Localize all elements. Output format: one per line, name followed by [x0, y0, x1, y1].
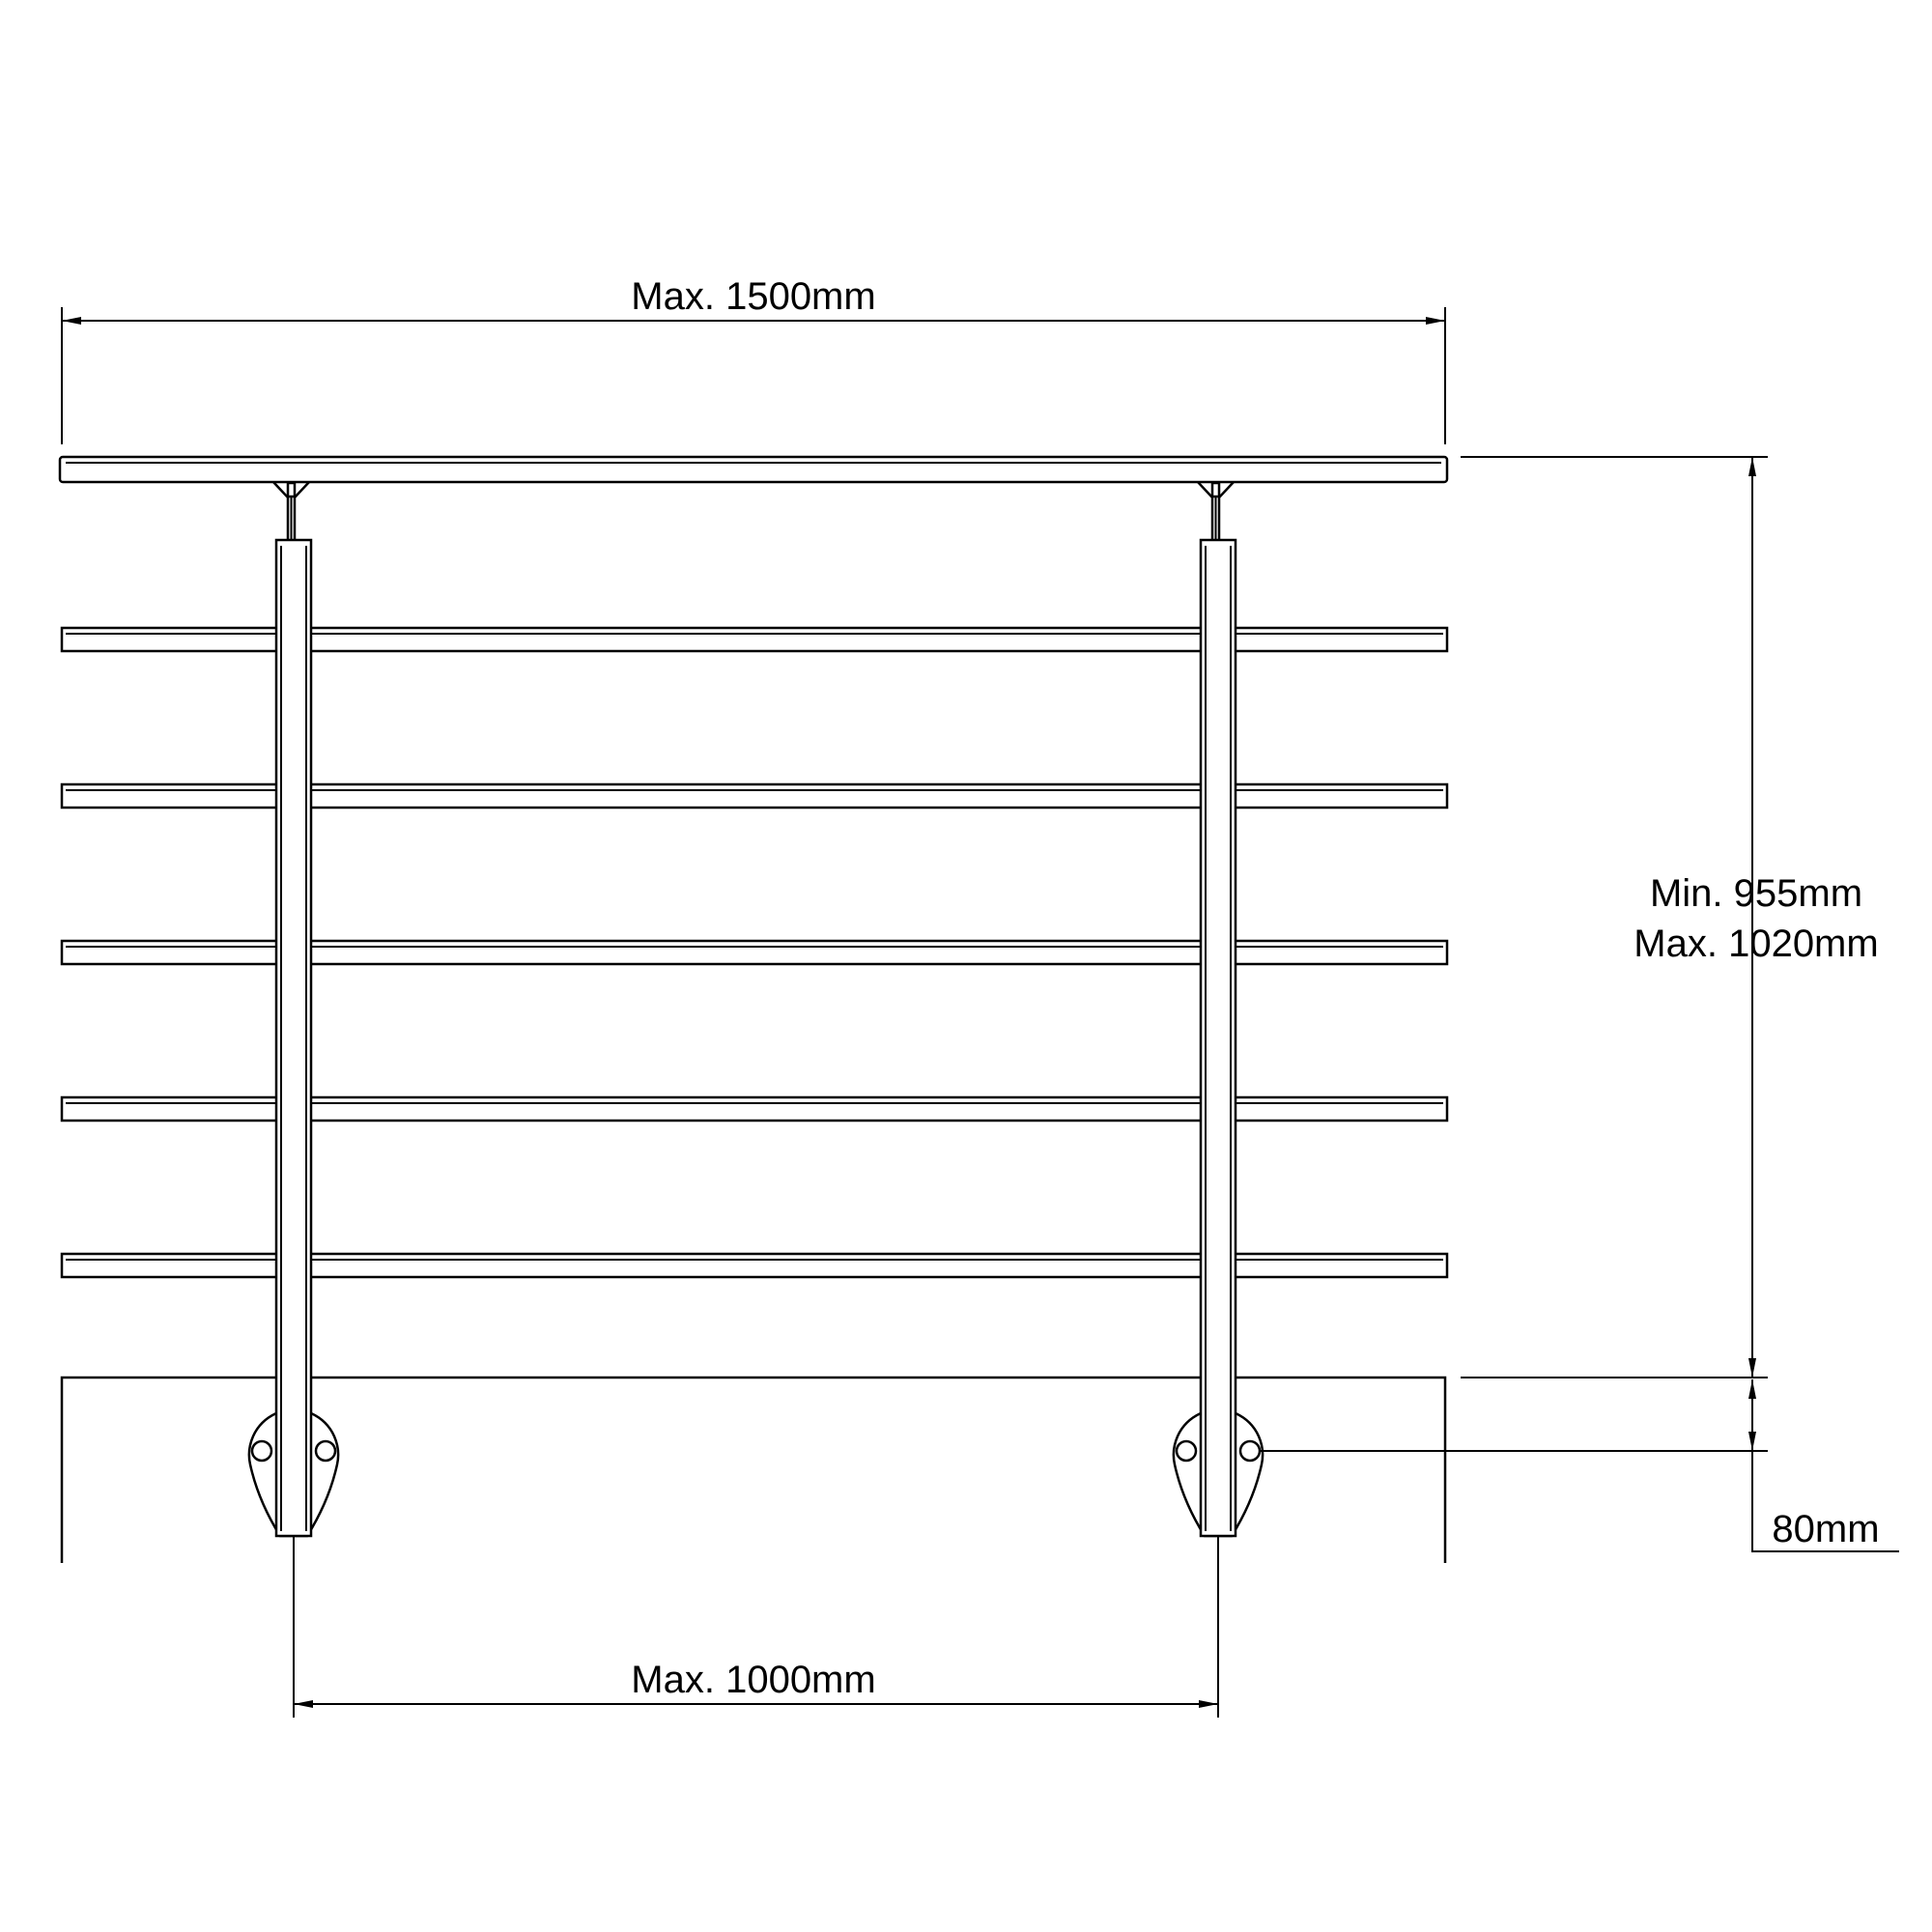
post-left [247, 481, 340, 1538]
infill-rails [60, 626, 1449, 1279]
fixing-hole [1175, 1439, 1198, 1463]
fixing-hole [250, 1439, 273, 1463]
fixing-hole [1238, 1439, 1262, 1463]
handrail [58, 455, 1449, 484]
overall-width-dimension: Max. 1500mm [61, 275, 1446, 444]
fixing-offset-dimension: 80mm [1260, 1379, 1899, 1552]
floor-slab [60, 1376, 1447, 1563]
height-min-label: Min. 955mm [1650, 872, 1862, 915]
infill-rail [60, 1252, 1449, 1279]
infill-rail [60, 939, 1449, 966]
post-spacing-dimension: Max. 1000mm [293, 1536, 1219, 1718]
overall-width-label: Max. 1500mm [631, 275, 875, 318]
infill-rail [60, 1095, 1449, 1122]
height-dimension: Min. 955mm Max. 1020mm [1461, 456, 1879, 1378]
fixing-offset-label: 80mm [1772, 1508, 1879, 1550]
infill-rail [60, 626, 1449, 653]
height-max-label: Max. 1020mm [1634, 923, 1878, 965]
post-right [1172, 481, 1264, 1538]
infill-rail [60, 782, 1449, 810]
post-spacing-label: Max. 1000mm [631, 1659, 875, 1701]
fixing-hole [314, 1439, 337, 1463]
